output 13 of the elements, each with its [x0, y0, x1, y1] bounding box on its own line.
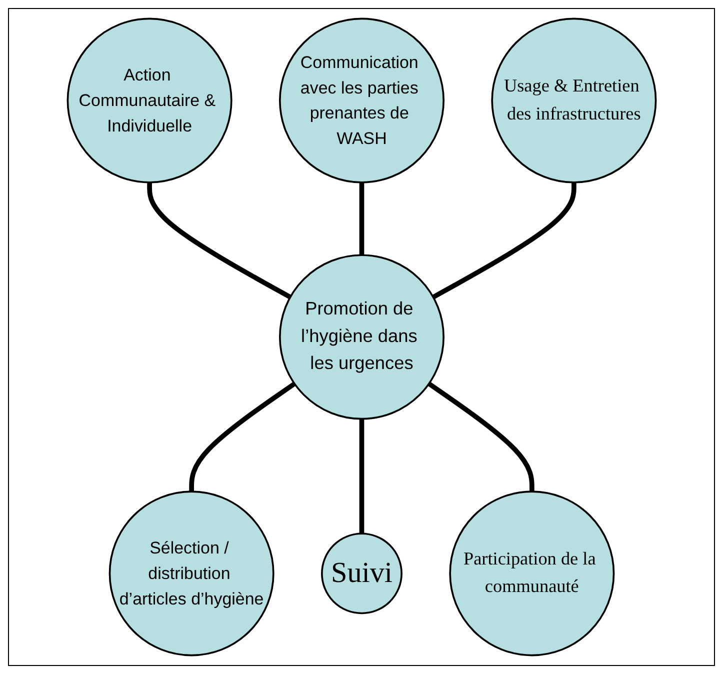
node-circle: Usage & Entretien des infrastructures: [490, 18, 656, 184]
connector: [146, 182, 292, 300]
connector: [432, 182, 576, 300]
node-circle: Communication avec les parties prenantes de WASH: [278, 18, 444, 184]
node-circle: Action Communautaire & Individuelle: [66, 18, 232, 184]
connector: [359, 182, 364, 256]
connector: [427, 382, 534, 492]
connector: [359, 418, 364, 534]
node-circle: Suivi: [320, 532, 402, 614]
node-circle: Participation de la communauté: [448, 490, 614, 656]
node-circle: Sélection / distribution d’articles d’hygiène: [108, 490, 274, 656]
node-circle: Promotion de l’hygiène dans les urgences: [278, 254, 444, 420]
connector: [188, 382, 296, 492]
